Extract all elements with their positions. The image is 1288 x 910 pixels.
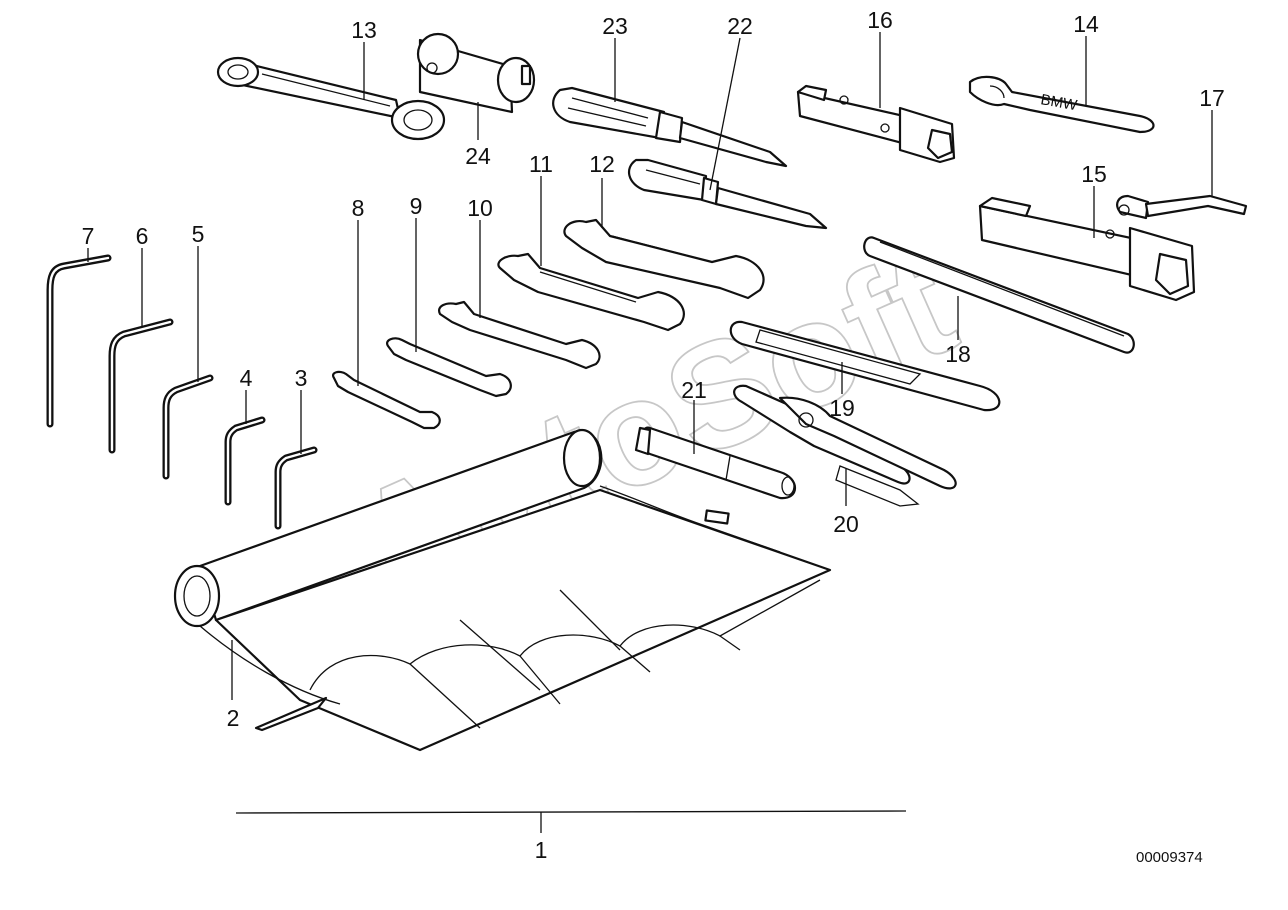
- callout-24: 24: [465, 143, 491, 169]
- allen-key-3-part: [274, 446, 318, 530]
- callout-16: 16: [867, 7, 893, 33]
- callout-8: 8: [352, 195, 365, 221]
- callout-18: 18: [945, 341, 971, 367]
- screwdriver-large-part: [552, 86, 788, 168]
- callout-13: 13: [351, 17, 377, 43]
- svg-text:BMW: BMW: [1039, 91, 1079, 114]
- allen-key-6-part: [108, 318, 174, 454]
- tool-roll-part: [173, 428, 832, 752]
- open-spanner-9-part: [386, 337, 512, 398]
- callout-11: 11: [529, 151, 553, 177]
- callout-5: 5: [192, 221, 205, 247]
- box-spanner-small-part: [796, 84, 956, 164]
- open-spanner-8-part: [332, 370, 441, 430]
- open-spanner-12-part: [563, 218, 765, 300]
- tommy-bar-part: [863, 236, 1135, 354]
- callout-7: 7: [82, 223, 95, 249]
- leader-lines: [87, 32, 1213, 833]
- ring-spanner-part: [216, 56, 446, 141]
- callout-2: 2: [227, 705, 240, 731]
- socket-part: [416, 32, 536, 114]
- allen-key-4-part: [224, 416, 266, 506]
- callout-3: 3: [295, 365, 308, 391]
- screwdriver-small-part: [627, 158, 828, 230]
- callout-9: 9: [410, 193, 423, 219]
- callout-15: 15: [1081, 161, 1107, 187]
- box-spanner-large-part: [978, 196, 1196, 302]
- callout-1: 1: [535, 837, 548, 863]
- allen-key-7-part: [46, 254, 112, 428]
- allen-key-5-part: [162, 374, 214, 480]
- callout-12: 12: [589, 151, 615, 177]
- socket-wrench-part: [1116, 194, 1248, 220]
- callout-22: 22: [727, 13, 753, 39]
- callout-21: 21: [681, 377, 707, 403]
- extension-handle-part: [634, 426, 797, 500]
- hook-spanner-part: BMW: [968, 75, 1155, 134]
- callout-labels: 1 2 3 4 5 6 7 8 9 10 11 12 13 14 15 16 1…: [82, 7, 1225, 863]
- open-spanner-10-part: [438, 300, 601, 370]
- callout-14: 14: [1073, 11, 1099, 37]
- callout-19: 19: [829, 395, 855, 421]
- tyre-lever-part: [729, 320, 1001, 412]
- callout-10: 10: [467, 195, 493, 221]
- document-number: 00009374: [1136, 849, 1203, 866]
- callout-6: 6: [136, 223, 149, 249]
- open-spanner-11-part: [497, 252, 685, 332]
- kit-baseline: [235, 810, 907, 814]
- callout-17: 17: [1199, 85, 1225, 111]
- callout-20: 20: [833, 511, 859, 537]
- callout-23: 23: [602, 13, 628, 39]
- pliers-part: [733, 384, 957, 507]
- callout-4: 4: [240, 365, 253, 391]
